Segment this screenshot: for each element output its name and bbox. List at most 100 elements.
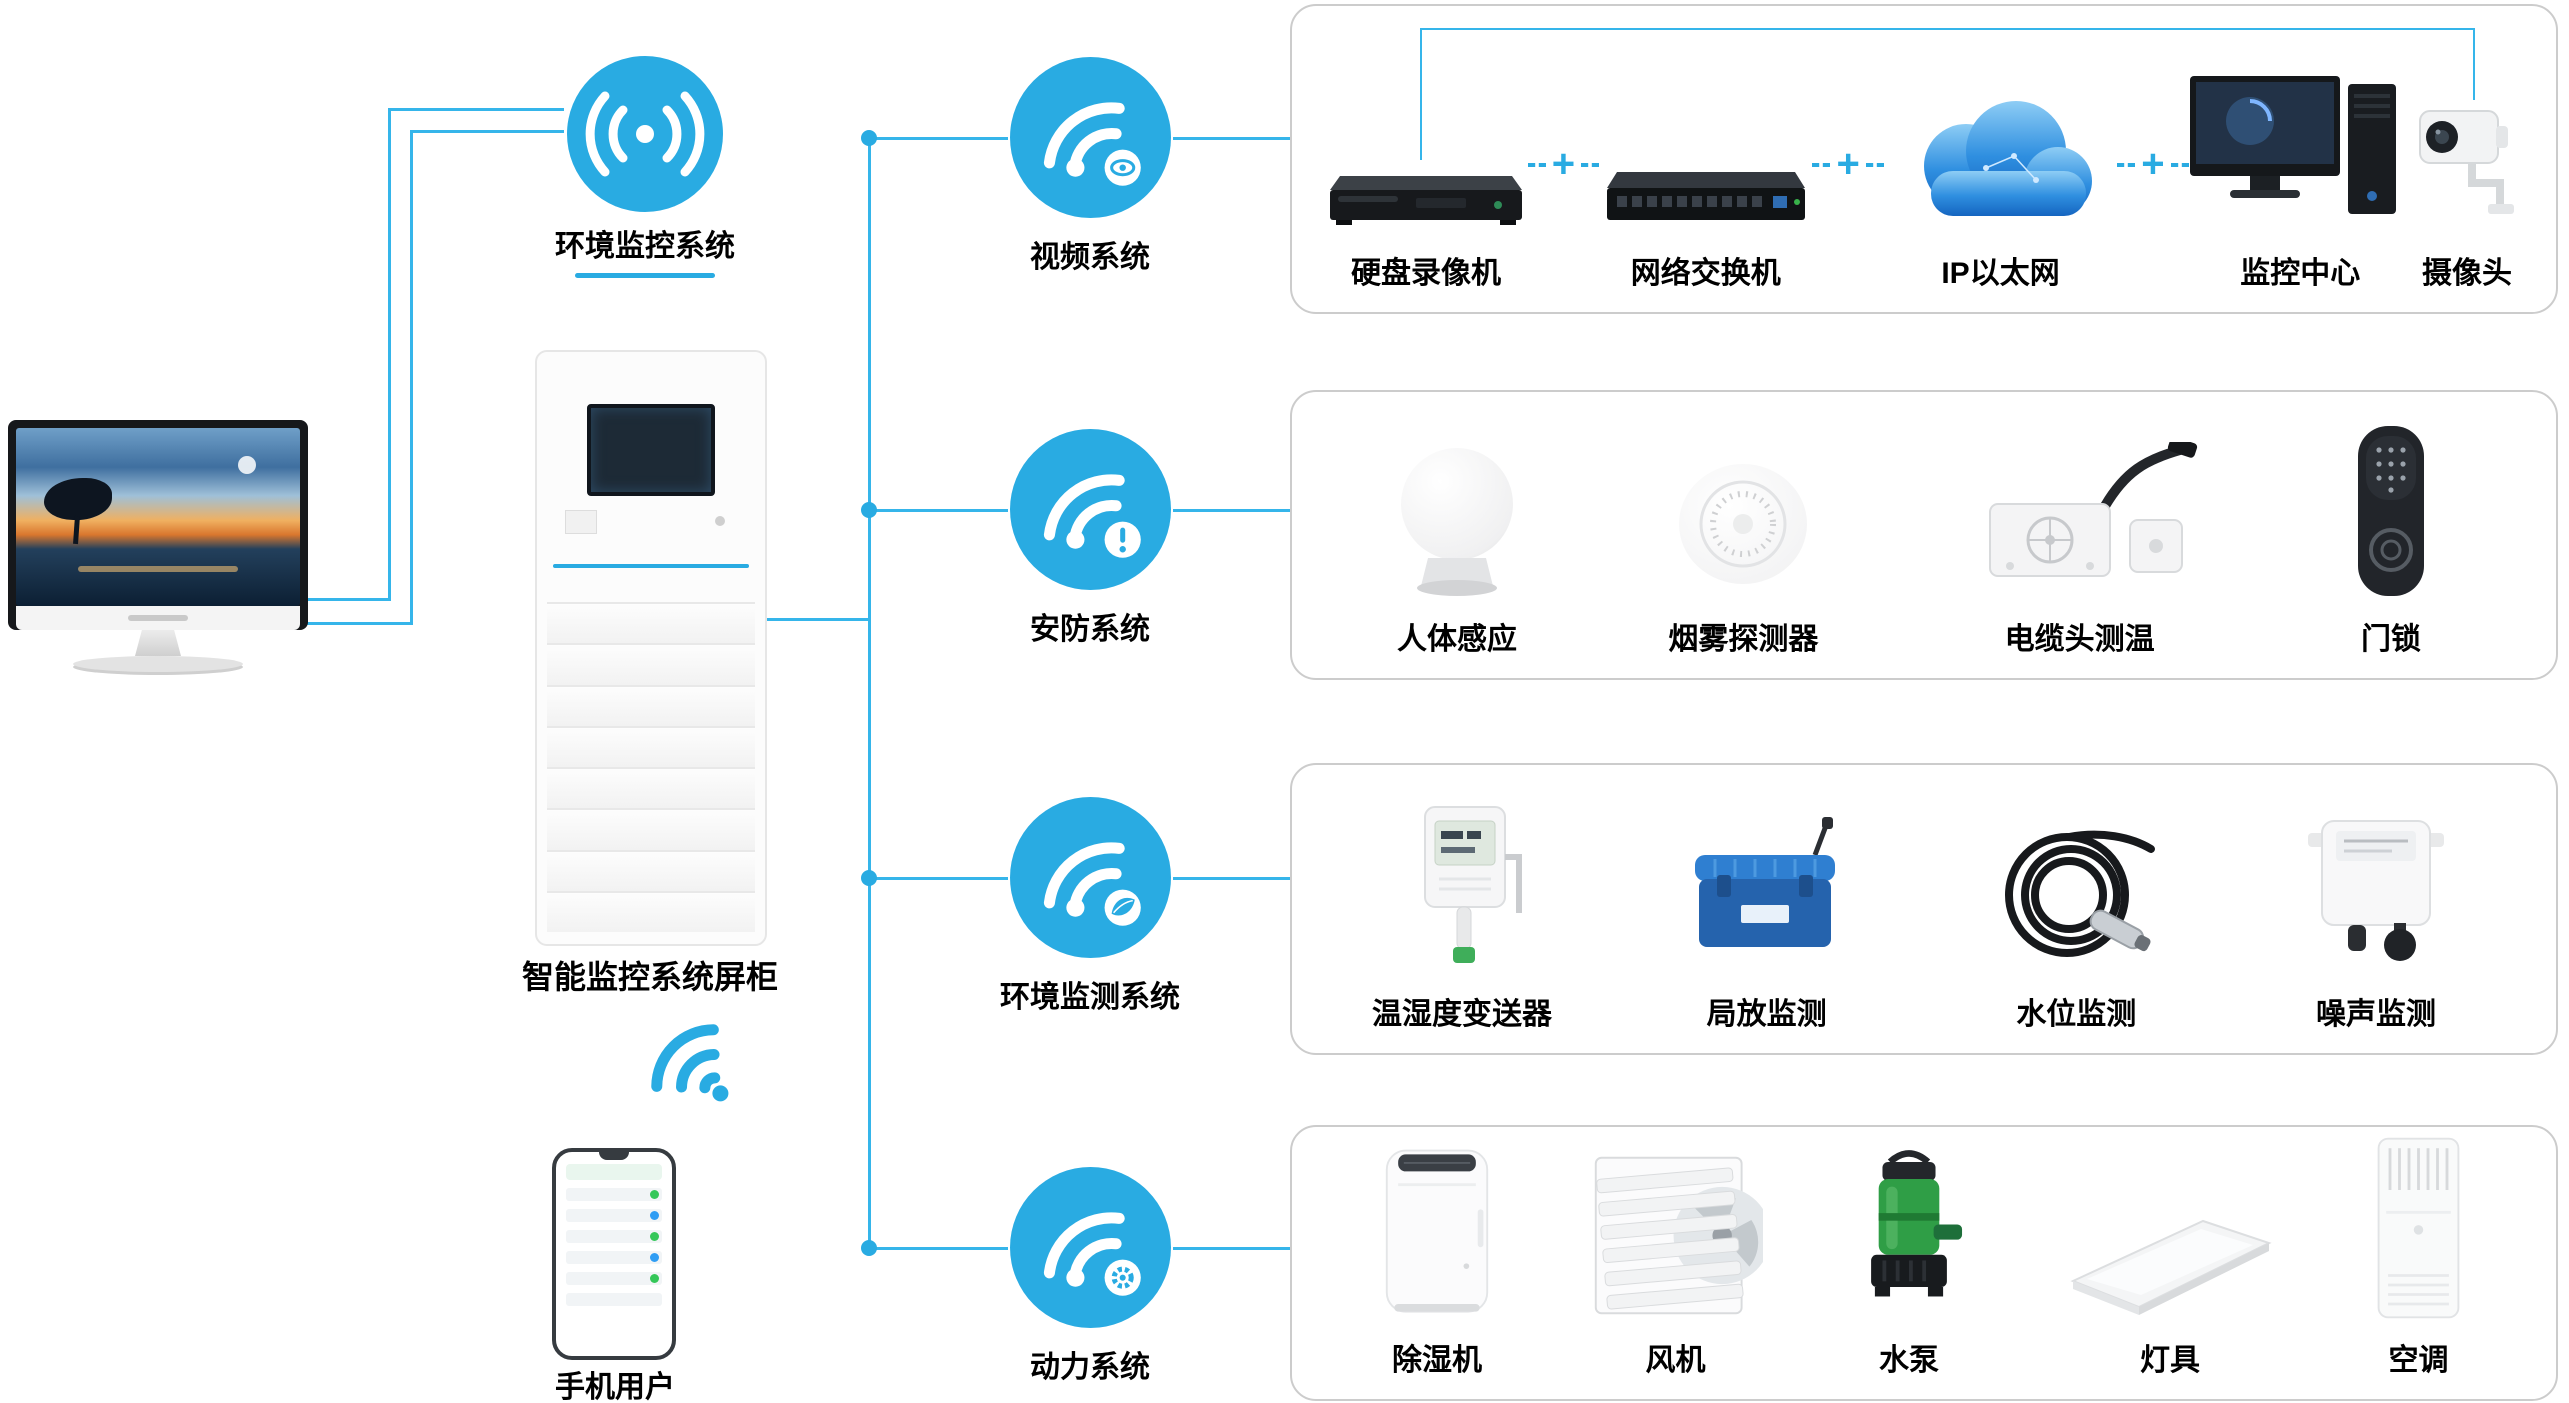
junction-dot bbox=[861, 130, 877, 146]
monitor-screen bbox=[16, 428, 300, 606]
connector-line bbox=[388, 108, 564, 111]
device-label: 噪声监测 bbox=[2315, 998, 2436, 1031]
monitoring-cabinet bbox=[535, 350, 767, 946]
connector-line bbox=[1173, 877, 1290, 880]
monitor-base bbox=[73, 656, 243, 672]
toggle-icon bbox=[650, 1253, 659, 1262]
connector-line bbox=[1173, 509, 1290, 512]
cabinet-label: 智能监控系统屏柜 bbox=[521, 959, 778, 995]
vent-slat bbox=[547, 849, 755, 891]
wifi-leaf-icon bbox=[1009, 797, 1171, 958]
connector-line bbox=[1173, 1247, 1290, 1250]
camera-image bbox=[2419, 110, 2514, 214]
device-label: 网络交换机 bbox=[1630, 257, 1781, 290]
cabinet-accent-strip bbox=[553, 564, 749, 568]
device-cell: 水泵 bbox=[1839, 1143, 1979, 1379]
branch-security-label: 安防系统 bbox=[1030, 613, 1150, 646]
junction-dot bbox=[861, 502, 877, 518]
device-label: 人体感应 bbox=[1397, 623, 1517, 656]
plus-connector: + bbox=[1527, 142, 1600, 187]
vent-slat bbox=[547, 767, 755, 809]
branch-environment: 环境监测系统 bbox=[975, 795, 1205, 1016]
connector-line bbox=[295, 598, 390, 601]
cabinet-screen bbox=[587, 404, 715, 496]
panel-security-system: 人体感应 烟雾探测器 bbox=[1290, 390, 2558, 680]
temp-humidity-transmitter-image bbox=[1424, 806, 1522, 963]
device-label: 风机 bbox=[1645, 1344, 1706, 1377]
light-panel-image bbox=[2070, 1219, 2272, 1315]
connector-line bbox=[870, 1247, 1008, 1250]
partial-discharge-monitor-image bbox=[1694, 817, 1835, 947]
phone-user-label: 手机用户 bbox=[555, 1371, 675, 1403]
wifi-signal-icon bbox=[651, 1024, 729, 1102]
device-label: 空调 bbox=[2388, 1344, 2449, 1377]
cable-temp-sensor-image bbox=[1988, 442, 2197, 577]
device-cell: IP以太网 bbox=[1886, 96, 2116, 292]
device-label: 水泵 bbox=[1879, 1344, 1939, 1377]
branch-video: 视频系统 bbox=[975, 55, 1205, 276]
vent-slat bbox=[547, 725, 755, 767]
dvr-image bbox=[1330, 176, 1522, 225]
monitor-bezel bbox=[16, 606, 300, 630]
plus-sign: + bbox=[1836, 142, 1860, 186]
connector-line bbox=[870, 137, 1008, 140]
smoke-detector-image bbox=[1679, 464, 1808, 584]
device-cell: 空调 bbox=[2361, 1133, 2476, 1379]
water-reflection-graphic bbox=[78, 566, 238, 572]
label-underline bbox=[575, 273, 715, 278]
env-monitoring-node: 环境监控系统 bbox=[545, 52, 745, 278]
connector-line bbox=[870, 509, 1008, 512]
vent-slat bbox=[547, 890, 755, 932]
connector-line bbox=[870, 877, 1008, 880]
branch-video-label: 视频系统 bbox=[1030, 241, 1150, 274]
device-cell: 水位监测 bbox=[1981, 817, 2171, 1033]
phone-notch bbox=[599, 1152, 629, 1160]
camera-link-line bbox=[1420, 28, 1422, 160]
device-cell: 门锁 bbox=[2336, 422, 2446, 658]
panel-environment-system: 温湿度变送器 局放监测 bbox=[1290, 763, 2558, 1055]
plus-sign: + bbox=[2141, 142, 2165, 186]
phone-app-row bbox=[566, 1230, 662, 1243]
connector-line bbox=[764, 618, 870, 621]
trunk-line bbox=[868, 138, 871, 1248]
connector-line bbox=[1173, 137, 1290, 140]
vent-slat bbox=[547, 602, 755, 644]
device-cell: 监控中心 bbox=[2190, 76, 2410, 292]
panel-power-system: 除湿机 风机 bbox=[1290, 1125, 2558, 1401]
connector-line bbox=[388, 108, 391, 601]
phone-app-row bbox=[566, 1188, 662, 1201]
toggle-icon bbox=[650, 1190, 659, 1199]
toggle-icon bbox=[650, 1232, 659, 1241]
device-cell: 电缆头测温 bbox=[1955, 442, 2205, 658]
dash-line bbox=[1527, 162, 1546, 167]
monitoring-center-image bbox=[2190, 76, 2397, 214]
device-label: 局放监测 bbox=[1706, 998, 1827, 1031]
door-lock-image bbox=[2357, 426, 2424, 596]
desktop-monitor bbox=[8, 420, 308, 672]
device-cell: 硬盘录像机 bbox=[1326, 146, 1526, 292]
junction-dot bbox=[861, 1240, 877, 1256]
noise-sensor-image bbox=[2307, 820, 2444, 961]
plus-sign: + bbox=[1551, 142, 1576, 186]
dash-line bbox=[1812, 162, 1831, 167]
device-cell: 局放监测 bbox=[1677, 817, 1857, 1033]
cabinet-indicator bbox=[715, 516, 725, 526]
cloud-icon bbox=[1923, 101, 2092, 216]
device-cell: 除湿机 bbox=[1362, 1143, 1512, 1379]
connector-line bbox=[295, 622, 413, 625]
device-label: 摄像头 bbox=[2422, 257, 2512, 290]
device-cell: 烟雾探测器 bbox=[1663, 452, 1823, 658]
dehumidifier-image bbox=[1385, 1149, 1489, 1313]
env-monitoring-label: 环境监控系统 bbox=[555, 230, 735, 263]
dash-line bbox=[1865, 162, 1884, 167]
device-label: 烟雾探测器 bbox=[1668, 623, 1819, 656]
device-label: 除湿机 bbox=[1392, 1344, 1482, 1377]
monitor-logo bbox=[128, 615, 188, 621]
monitor-stand bbox=[135, 630, 181, 656]
fan-image bbox=[1594, 1156, 1763, 1315]
tree-graphic bbox=[44, 478, 112, 520]
vent-slat bbox=[547, 808, 755, 850]
sun-graphic bbox=[238, 456, 256, 474]
device-label: 门锁 bbox=[2360, 623, 2421, 656]
